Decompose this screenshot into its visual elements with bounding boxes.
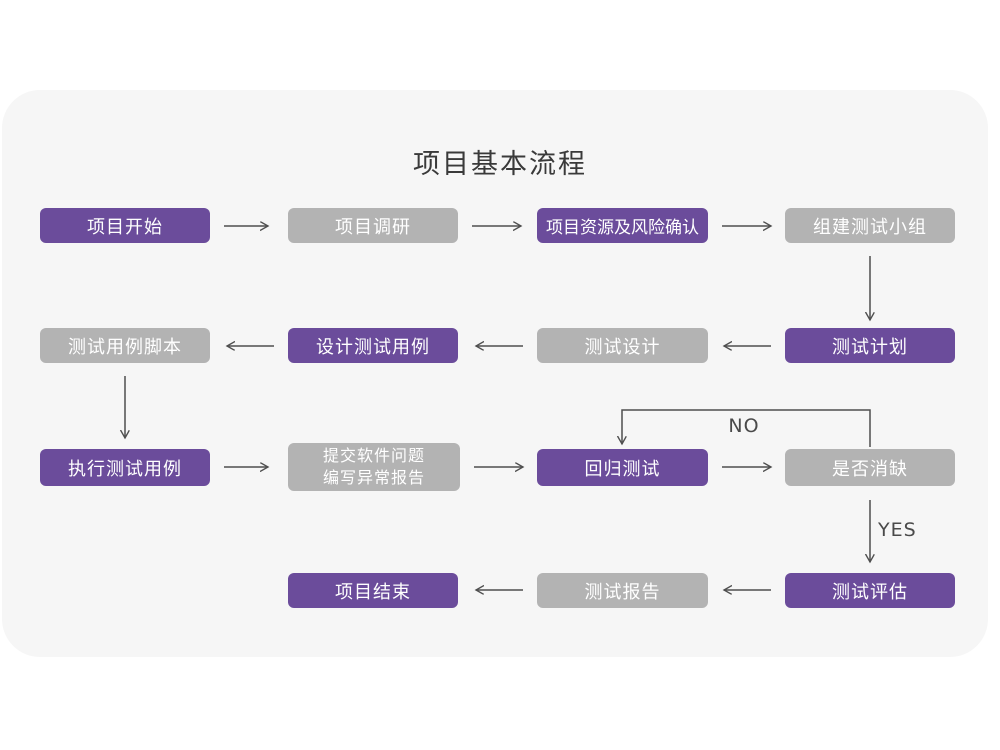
node-resources-and-risk: 项目资源及风险确认 [537,208,708,243]
node-design-test-cases: 设计测试用例 [288,328,458,363]
arrow-no-loop [622,409,871,447]
flowchart-card [2,90,988,657]
node-submit-issue-report-text: 提交软件问题 编写异常报告 [322,446,425,487]
node-project-start: 项目开始 [40,208,210,243]
node-build-test-team: 组建测试小组 [785,208,955,243]
branch-label-yes: YES [878,519,917,541]
node-test-case-script: 测试用例脚本 [40,328,210,363]
node-submit-issue-report: 提交软件问题 编写异常报告 [288,443,460,491]
node-test-evaluation: 测试评估 [785,573,955,608]
node-execute-test-cases: 执行测试用例 [40,449,210,486]
page-title: 项目基本流程 [413,149,587,180]
node-test-report: 测试报告 [537,573,708,608]
node-project-research: 项目调研 [288,208,458,243]
branch-label-no: NO [728,415,760,437]
node-test-plan: 测试计划 [785,328,955,363]
node-project-end: 项目结束 [288,573,458,608]
node-regression-test: 回归测试 [537,449,708,486]
node-defect-cleared: 是否消缺 [785,449,955,486]
node-test-design: 测试设计 [537,328,708,363]
